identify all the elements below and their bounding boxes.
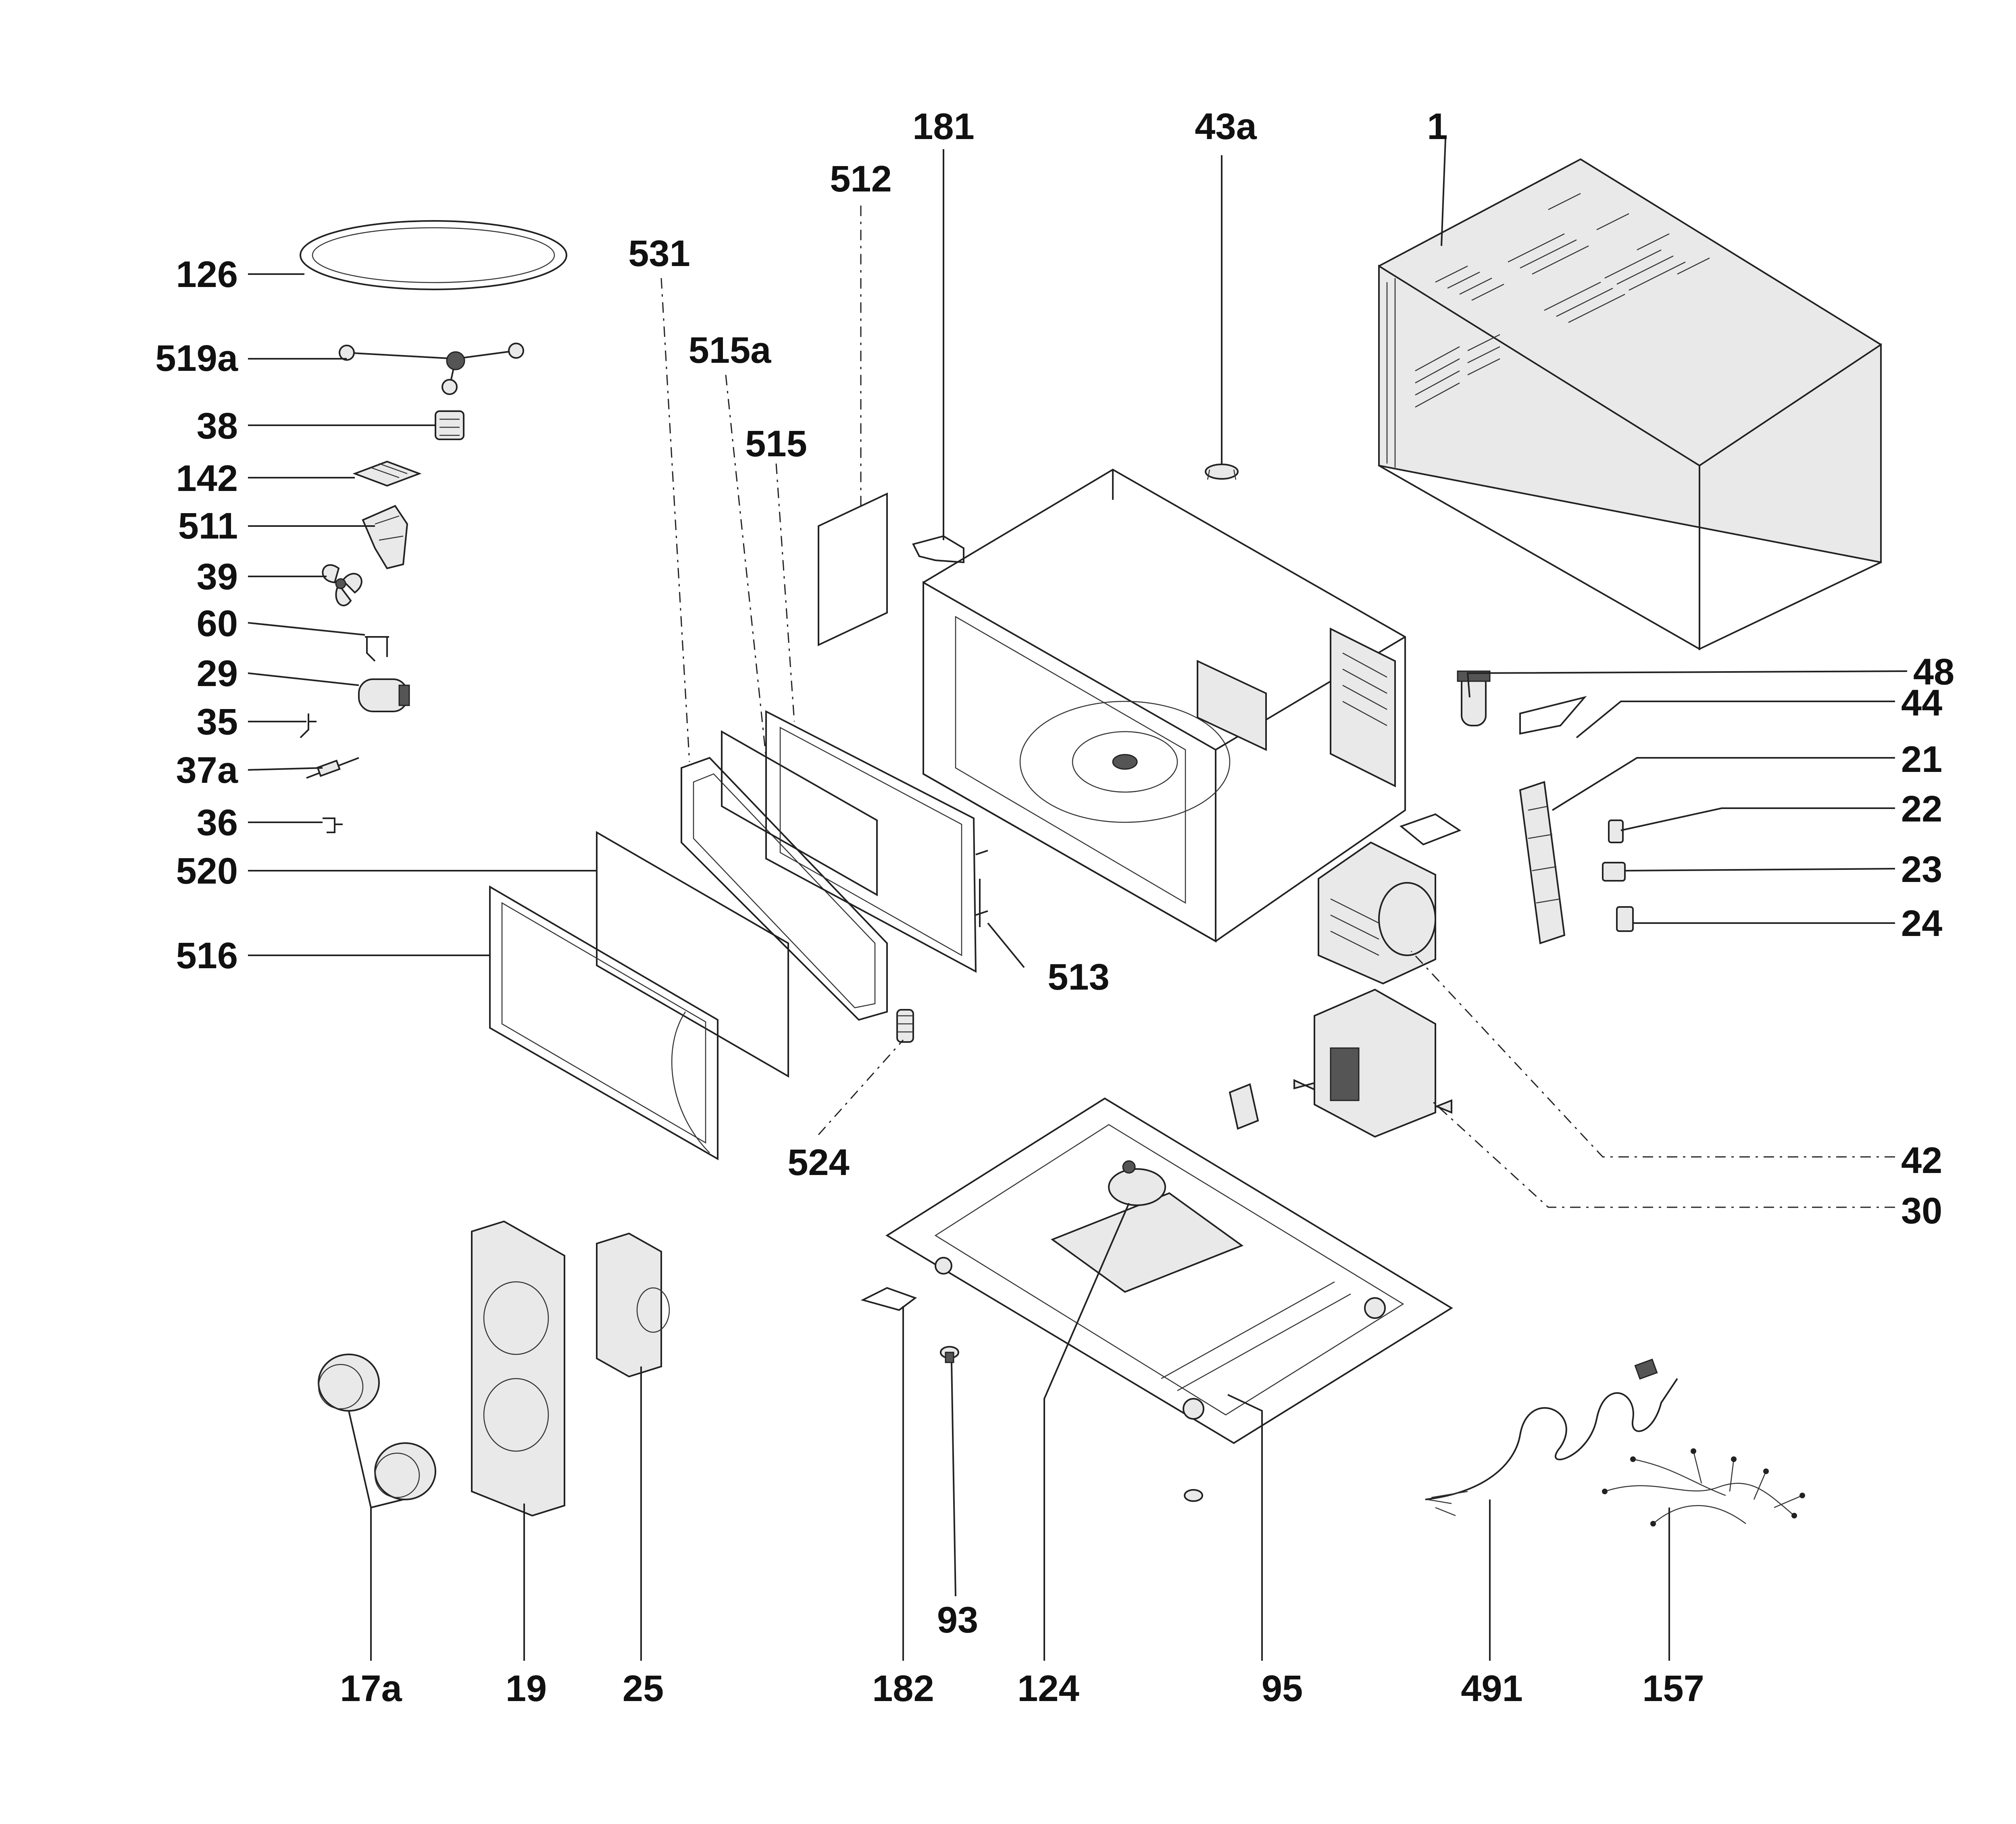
- part-524-spring: [896, 1009, 914, 1043]
- part-142-board: [352, 460, 422, 487]
- part-22-switch: [1608, 819, 1624, 843]
- part-48-lamp: [1457, 670, 1491, 726]
- part-491-power-cord: [1425, 1358, 1678, 1516]
- label-1: 1: [1427, 106, 1447, 147]
- label-515: 515: [745, 423, 807, 464]
- label-30: 30: [1901, 1190, 1942, 1231]
- part-oven-cavity: [923, 468, 1406, 943]
- part-36-clip: [323, 817, 343, 833]
- label-29: 29: [197, 653, 238, 694]
- part-126-glass-tray: [300, 220, 567, 290]
- label-516: 516: [176, 935, 238, 976]
- part-44-plate: [1519, 696, 1587, 735]
- label-37a: 37a: [176, 750, 238, 791]
- part-plate-small: [1399, 813, 1462, 846]
- label-95: 95: [1262, 1668, 1303, 1709]
- label-35: 35: [197, 701, 238, 742]
- label-520: 520: [176, 851, 238, 892]
- label-43a: 43a: [1195, 106, 1257, 147]
- part-515-choke-frame: [765, 710, 977, 973]
- label-24: 24: [1901, 903, 1942, 944]
- part-511-motor-bracket: [362, 505, 408, 570]
- label-491: 491: [1461, 1668, 1523, 1709]
- part-516-door-front: [489, 885, 719, 1161]
- part-25-timer: [596, 1232, 670, 1378]
- part-39-fan-blade: [322, 564, 362, 607]
- label-93: 93: [937, 1599, 978, 1641]
- label-19: 19: [506, 1668, 547, 1709]
- part-17a-knobs: [318, 1354, 436, 1500]
- part-35-fuse: [300, 713, 317, 738]
- part-519a-roller-ring: [339, 343, 524, 395]
- part-124-turntable-motor: [1108, 1160, 1166, 1206]
- leader-lines: [248, 139, 1908, 1661]
- part-182-bracket: [860, 1287, 917, 1311]
- part-60-bracket: [365, 636, 389, 662]
- label-524: 524: [787, 1142, 850, 1183]
- part-157-wire-harness: [1602, 1448, 1805, 1527]
- part-531-door-frame: [681, 757, 888, 1021]
- part-512-mica-cover: [818, 492, 888, 647]
- part-30-transformer: [1293, 988, 1452, 1138]
- label-39: 39: [197, 556, 238, 597]
- part-520-door-panel: [596, 831, 789, 1078]
- label-513: 513: [1048, 957, 1110, 998]
- label-182: 182: [872, 1668, 934, 1709]
- part-1-outer-cabinet: [1378, 158, 1882, 651]
- label-17a: 17a: [340, 1668, 402, 1709]
- label-126: 126: [176, 254, 238, 295]
- label-21: 21: [1901, 739, 1942, 780]
- part-42-magnetron: [1318, 841, 1436, 985]
- part-95-base-plate: [885, 1097, 1453, 1444]
- part-24-switch: [1616, 906, 1634, 932]
- label-124: 124: [1017, 1668, 1079, 1709]
- part-181-bracket: [912, 535, 964, 564]
- label-36: 36: [197, 802, 238, 843]
- part-21-latch-board: [1519, 781, 1566, 944]
- part-38-coupler: [435, 410, 464, 440]
- part-126-glass-tray-rim: [312, 227, 555, 283]
- part-515a-choke-film: [721, 730, 878, 896]
- label-22: 22: [1901, 788, 1942, 830]
- label-25: 25: [623, 1668, 664, 1709]
- label-157: 157: [1642, 1668, 1704, 1709]
- label-181: 181: [912, 106, 975, 147]
- part-43a-thermostat: [1205, 464, 1239, 480]
- label-142: 142: [176, 458, 238, 499]
- label-511: 511: [178, 505, 238, 547]
- part-foot-rear: [1184, 1489, 1203, 1502]
- part-19-control-panel: [471, 1220, 565, 1517]
- label-38: 38: [197, 406, 238, 447]
- part-93-foot: [940, 1346, 959, 1363]
- label-23: 23: [1901, 849, 1942, 890]
- part-labels: 1 126 519a 38 142 511 39 60 29 35 37a 36…: [155, 106, 1954, 1709]
- label-48: 48: [1913, 651, 1954, 693]
- label-512: 512: [830, 158, 892, 200]
- label-531: 531: [628, 233, 690, 274]
- label-519a: 519a: [155, 338, 238, 379]
- label-42: 42: [1901, 1140, 1942, 1181]
- label-515a: 515a: [689, 330, 771, 371]
- part-37a-diode: [306, 757, 359, 779]
- label-60: 60: [197, 603, 238, 644]
- part-513-hinge: [975, 850, 988, 927]
- part-23-switch: [1602, 862, 1626, 882]
- part-block: [1229, 1083, 1259, 1130]
- part-29-capacitor: [358, 678, 410, 712]
- label-44: 44: [1901, 682, 1942, 724]
